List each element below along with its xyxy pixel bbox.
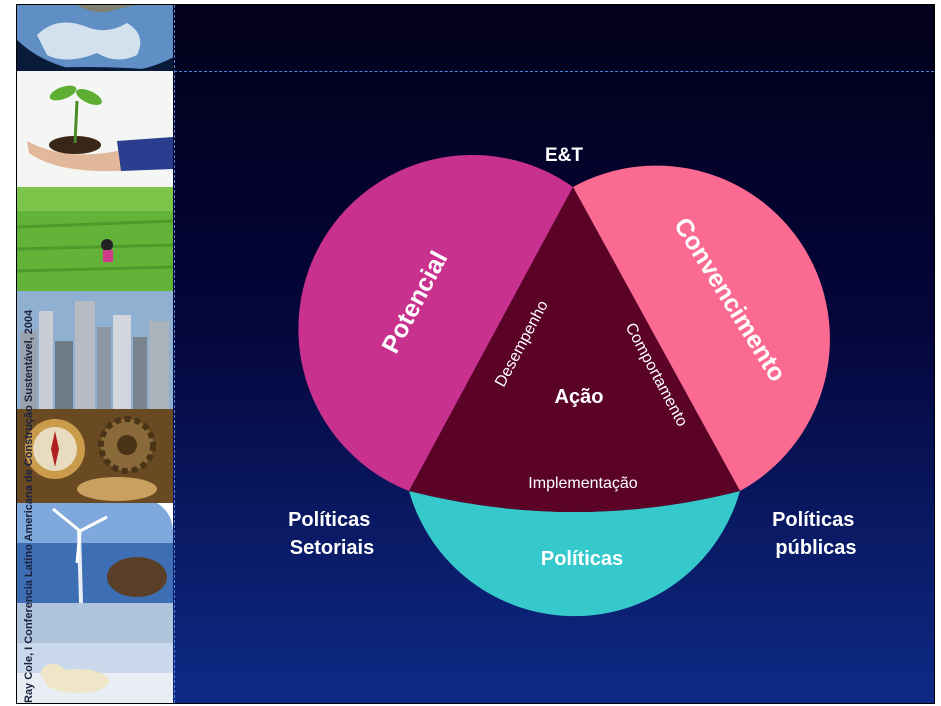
header-divider [174, 71, 934, 72]
vertical-divider [174, 5, 175, 703]
polar-bear-on-ice-photo [17, 603, 173, 703]
earth-globe-photo [17, 5, 173, 71]
politicas-label: Políticas [541, 548, 623, 570]
politicas-publicas-label: Políticas públicas [772, 509, 860, 559]
politicas-circle [409, 491, 740, 617]
compass-and-gears-photo [17, 409, 173, 503]
politicas-publicas-line-1: Políticas [772, 509, 854, 531]
implementacao-label: Implementação [528, 475, 637, 492]
action-diagram: E&T Ação Desempenho Comportamento Implem… [288, 145, 860, 617]
seedling-in-hand-photo [17, 71, 173, 187]
slide: Ray Cole, I Conferencia Latino Americana… [16, 4, 935, 704]
potencial-circle [298, 154, 573, 492]
city-skyline-photo [17, 291, 173, 409]
politicas-setoriais-line-1: Políticas [288, 509, 370, 531]
wind-turbine-photo [17, 503, 173, 603]
politicas-setoriais-line-2: Setoriais [290, 537, 374, 559]
convencimento-circle [573, 165, 830, 491]
acao-triangle [409, 187, 740, 512]
politicas-publicas-line-2: públicas [775, 537, 856, 559]
rice-field-farmer-photo [17, 187, 173, 291]
et-label: E&T [545, 145, 583, 166]
acao-label: Ação [555, 386, 604, 408]
photo-strip: Ray Cole, I Conferencia Latino Americana… [17, 5, 173, 703]
politicas-setoriais-label: Políticas Setoriais [288, 509, 376, 559]
